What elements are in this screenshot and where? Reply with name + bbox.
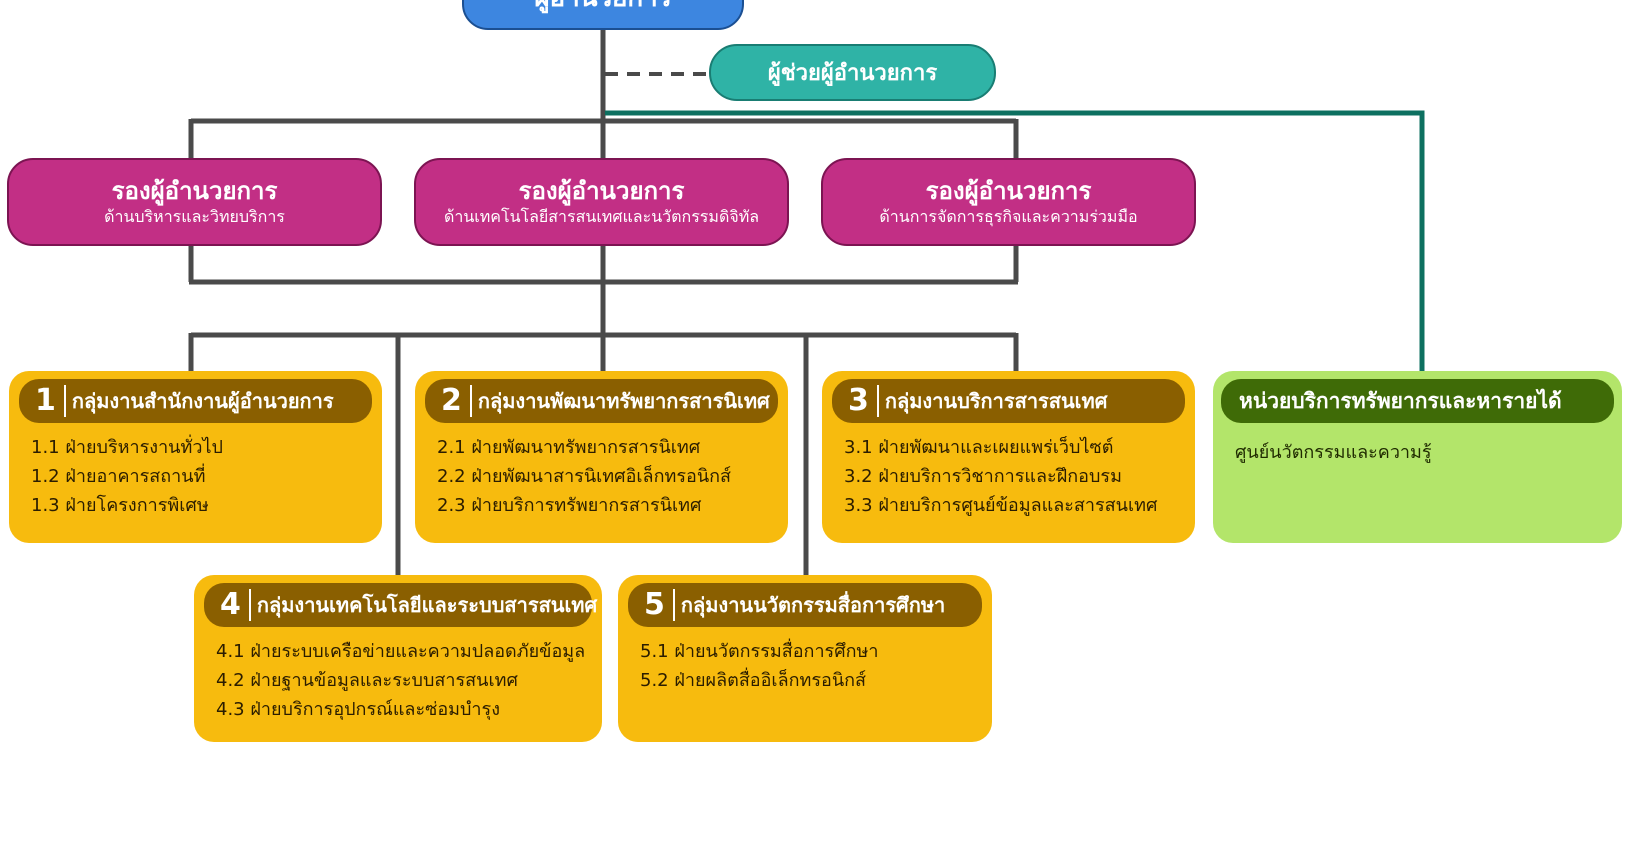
group-item: 2.2 ฝ่ายพัฒนาสารนิเทศอิเล็กทรอนิกส์ — [437, 466, 732, 487]
group-header: 3 กลุ่มงานบริการสารสนเทศ — [832, 379, 1185, 423]
group-title: กลุ่มงานบริการสารสนเทศ — [884, 389, 1108, 413]
group-2-box: 2 กลุ่มงานพัฒนาทรัพยากรสารนิเทศ 2.1 ฝ่าย… — [415, 371, 788, 543]
group-1-box: 1 กลุ่มงานสำนักงานผู้อำนวยการ 1.1 ฝ่ายบร… — [9, 371, 382, 543]
group-item: 1.2 ฝ่ายอาคารสถานที่ — [31, 466, 206, 487]
revenue-unit-box: หน่วยบริการทรัพยากรและหารายได้ ศูนย์นวัต… — [1213, 371, 1622, 543]
group-item: 3.2 ฝ่ายบริการวิชาการและฝึกอบรม — [844, 466, 1122, 487]
group-header: 1 กลุ่มงานสำนักงานผู้อำนวยการ — [19, 379, 372, 423]
group-number: 4 — [220, 589, 251, 621]
group-title: กลุ่มงานพัฒนาทรัพยากรสารนิเทศ — [477, 389, 770, 413]
group-4-box: 4 กลุ่มงานเทคโนโลยีและระบบสารสนเทศ 4.1 ฝ… — [194, 575, 602, 742]
director-box: ผู้อำนวยการ — [462, 0, 744, 30]
group-items: 3.1 ฝ่ายพัฒนาและเผยแพร่เว็บไซต์ 3.2 ฝ่าย… — [832, 433, 1185, 520]
group-item: 4.3 ฝ่ายบริการอุปกรณ์และซ่อมบำรุง — [216, 699, 501, 720]
unit-header: หน่วยบริการทรัพยากรและหารายได้ — [1221, 379, 1614, 423]
group-item: 1.3 ฝ่ายโครงการพิเศษ — [31, 495, 209, 516]
group-item: 2.3 ฝ่ายบริการทรัพยากรสารนิเทศ — [437, 495, 702, 516]
group-title: กลุ่มงานสำนักงานผู้อำนวยการ — [71, 389, 334, 413]
assistant-director-box: ผู้ช่วยผู้อำนวยการ — [709, 44, 996, 101]
group-header: 5 กลุ่มงานนวัตกรรมสื่อการศึกษา — [628, 583, 982, 627]
group-items: 1.1 ฝ่ายบริหารงานทั่วไป 1.2 ฝ่ายอาคารสถา… — [19, 433, 372, 520]
group-number: 3 — [848, 385, 879, 417]
group-number: 5 — [644, 589, 675, 621]
assistant-director-title: ผู้ช่วยผู้อำนวยการ — [767, 61, 938, 86]
deputy-subtitle: ด้านเทคโนโลยีสารสนเทศและนวัตกรรมดิจิทัล — [443, 207, 760, 226]
group-item: 1.1 ฝ่ายบริหารงานทั่วไป — [31, 437, 223, 458]
group-item: 5.2 ฝ่ายผลิตสื่ออิเล็กทรอนิกส์ — [640, 670, 867, 691]
deputy-it-box: รองผู้อำนวยการ ด้านเทคโนโลยีสารสนเทศและน… — [414, 158, 789, 246]
deputy-business-box: รองผู้อำนวยการ ด้านการจัดการธุรกิจและควา… — [821, 158, 1196, 246]
deputy-subtitle: ด้านการจัดการธุรกิจและความร่วมมือ — [879, 207, 1138, 226]
group-header: 2 กลุ่มงานพัฒนาทรัพยากรสารนิเทศ — [425, 379, 778, 423]
group-title: กลุ่มงานเทคโนโลยีและระบบสารสนเทศ — [256, 593, 598, 617]
group-number: 2 — [441, 385, 472, 417]
group-3-box: 3 กลุ่มงานบริการสารสนเทศ 3.1 ฝ่ายพัฒนาแล… — [822, 371, 1195, 543]
group-number: 1 — [35, 385, 66, 417]
group-item: 3.3 ฝ่ายบริการศูนย์ข้อมูลและสารสนเทศ — [844, 495, 1158, 516]
deputy-title: รองผู้อำนวยการ — [111, 177, 278, 205]
group-item: 3.1 ฝ่ายพัฒนาและเผยแพร่เว็บไซต์ — [844, 437, 1114, 458]
deputy-title: รองผู้อำนวยการ — [925, 177, 1092, 205]
deputy-subtitle: ด้านบริหารและวิทยบริการ — [104, 207, 285, 226]
deputy-title: รองผู้อำนวยการ — [518, 177, 685, 205]
group-item: 5.1 ฝ่ายนวัตกรรมสื่อการศึกษา — [640, 641, 879, 662]
group-item: 4.2 ฝ่ายฐานข้อมูลและระบบสารสนเทศ — [216, 670, 518, 691]
group-header: 4 กลุ่มงานเทคโนโลยีและระบบสารสนเทศ — [204, 583, 597, 627]
deputy-admin-box: รองผู้อำนวยการ ด้านบริหารและวิทยบริการ — [7, 158, 382, 246]
director-title: ผู้อำนวยการ — [534, 0, 671, 18]
group-item: 4.1 ฝ่ายระบบเครือข่ายและความปลอดภัยข้อมู… — [216, 641, 586, 662]
unit-item: ศูนย์นวัตกรรมและความรู้ — [1235, 442, 1432, 463]
group-5-box: 5 กลุ่มงานนวัตกรรมสื่อการศึกษา 5.1 ฝ่ายน… — [618, 575, 992, 742]
group-items: 5.1 ฝ่ายนวัตกรรมสื่อการศึกษา 5.2 ฝ่ายผลิ… — [628, 637, 982, 695]
group-item: 2.1 ฝ่ายพัฒนาทรัพยากรสารนิเทศ — [437, 437, 701, 458]
unit-title: หน่วยบริการทรัพยากรและหารายได้ — [1239, 388, 1562, 413]
group-items: 2.1 ฝ่ายพัฒนาทรัพยากรสารนิเทศ 2.2 ฝ่ายพั… — [425, 433, 778, 520]
group-title: กลุ่มงานนวัตกรรมสื่อการศึกษา — [680, 593, 946, 617]
group-items: 4.1 ฝ่ายระบบเครือข่ายและความปลอดภัยข้อมู… — [204, 637, 592, 724]
